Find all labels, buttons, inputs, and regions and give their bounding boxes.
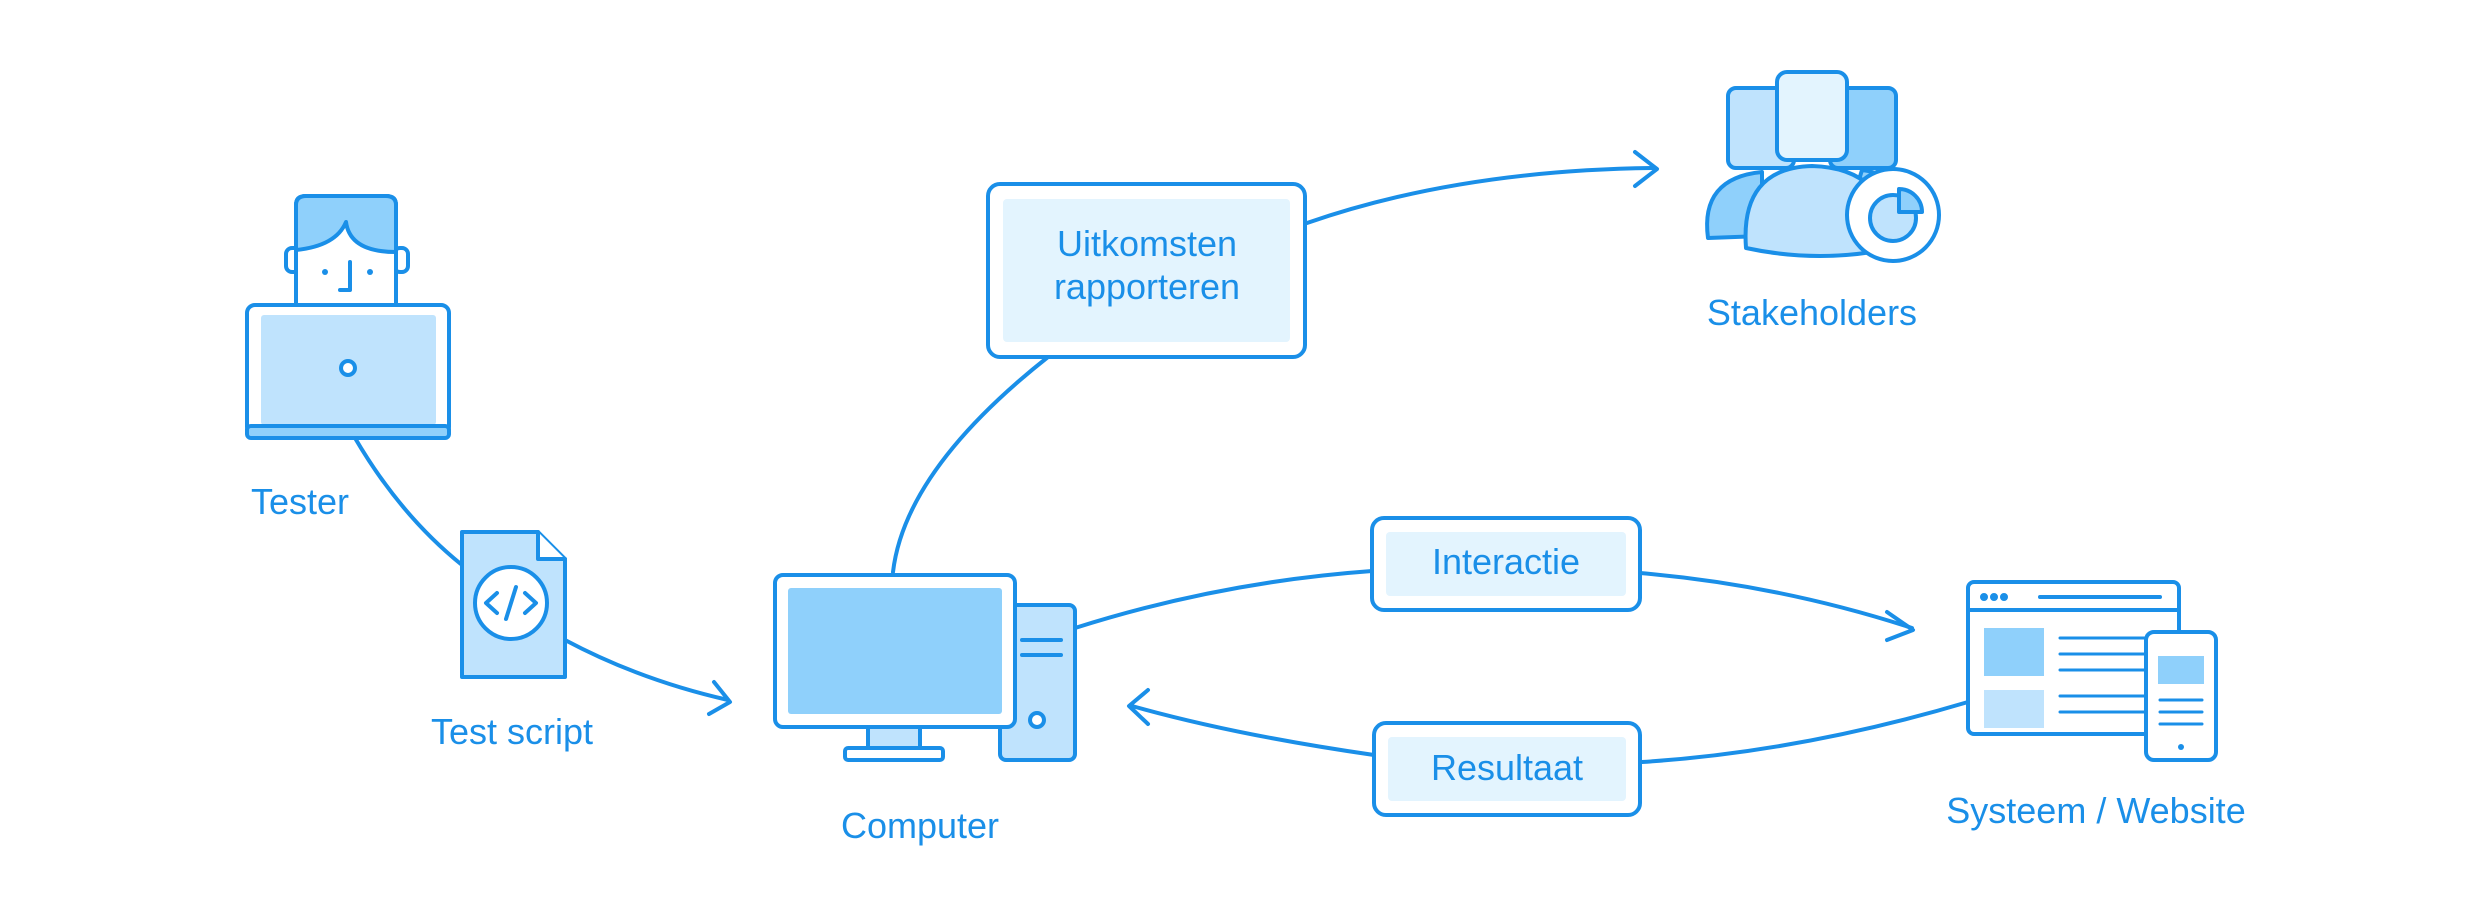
connector-interaction-system xyxy=(1638,571,1914,630)
document-fold xyxy=(536,530,567,561)
connector-script-computer xyxy=(563,638,730,702)
result-box: Resultaat xyxy=(1372,721,1642,817)
arrow-head-system xyxy=(1885,610,1915,642)
connector-report-stakeholders xyxy=(1305,166,1657,225)
stakeholder-center-head xyxy=(1775,70,1849,162)
connector-tester-script xyxy=(353,436,464,567)
report-box: Uitkomsten rapporteren xyxy=(986,182,1307,359)
computer-label: Computer xyxy=(841,805,999,846)
report-box-line-2: rapporteren xyxy=(1054,266,1240,307)
result-box-fill xyxy=(1388,737,1626,801)
test-script-label: Test script xyxy=(431,711,593,752)
tester-laptop-logo xyxy=(339,359,357,377)
desktop-computer-icon xyxy=(773,573,1077,762)
tester-eye-left xyxy=(322,269,328,275)
connectors xyxy=(353,150,1970,764)
browser-mobile-icon xyxy=(1966,580,2218,762)
connector-system-result xyxy=(1640,700,1970,764)
code-bracket-right xyxy=(523,591,538,615)
browser-dot-3 xyxy=(2000,593,2008,601)
browser-hero-block xyxy=(1984,628,2044,676)
result-box-label: Resultaat xyxy=(1431,747,1583,788)
tester-label: Tester xyxy=(251,481,349,522)
connector-result-computer xyxy=(1130,704,1376,757)
browser-dot-2 xyxy=(1990,593,1998,601)
report-box-line-1: Uitkomsten xyxy=(1057,223,1237,264)
pie-chart-slice xyxy=(1897,187,1924,214)
code-slash xyxy=(504,585,518,621)
code-document-icon xyxy=(460,530,567,679)
tester-eye-right xyxy=(367,269,373,275)
stakeholders-label: Stakeholders xyxy=(1707,292,1917,333)
tester-hair xyxy=(294,194,398,254)
computer-stand xyxy=(866,725,922,751)
mobile-device xyxy=(2144,630,2218,762)
code-bracket-left xyxy=(484,591,499,615)
tester-laptop-base xyxy=(245,424,451,440)
connector-computer-report xyxy=(891,355,1050,574)
browser-dot-1 xyxy=(1980,593,1988,601)
interaction-box-fill xyxy=(1386,532,1626,596)
group-pie-chart-icon xyxy=(1705,70,1941,263)
computer-power-button xyxy=(1028,711,1046,729)
computer-foot xyxy=(843,746,945,762)
mobile-home-button xyxy=(2178,744,2184,750)
tester-icon xyxy=(245,194,451,440)
system-label: Systeem / Website xyxy=(1946,790,2245,831)
computer-screen xyxy=(788,588,1002,714)
tester-nose xyxy=(338,260,352,292)
interaction-box: Interactie xyxy=(1370,516,1642,612)
arrow-head-stakeholders xyxy=(1633,150,1659,188)
connector-computer-interaction xyxy=(1073,569,1374,630)
interaction-box-label: Interactie xyxy=(1432,541,1580,582)
mobile-screen-top xyxy=(2158,656,2204,684)
arrow-head-computer-result xyxy=(1127,688,1150,726)
report-box-fill xyxy=(1003,199,1290,342)
arrow-head-computer-in xyxy=(707,680,732,716)
browser-lower-block xyxy=(1984,690,2044,728)
